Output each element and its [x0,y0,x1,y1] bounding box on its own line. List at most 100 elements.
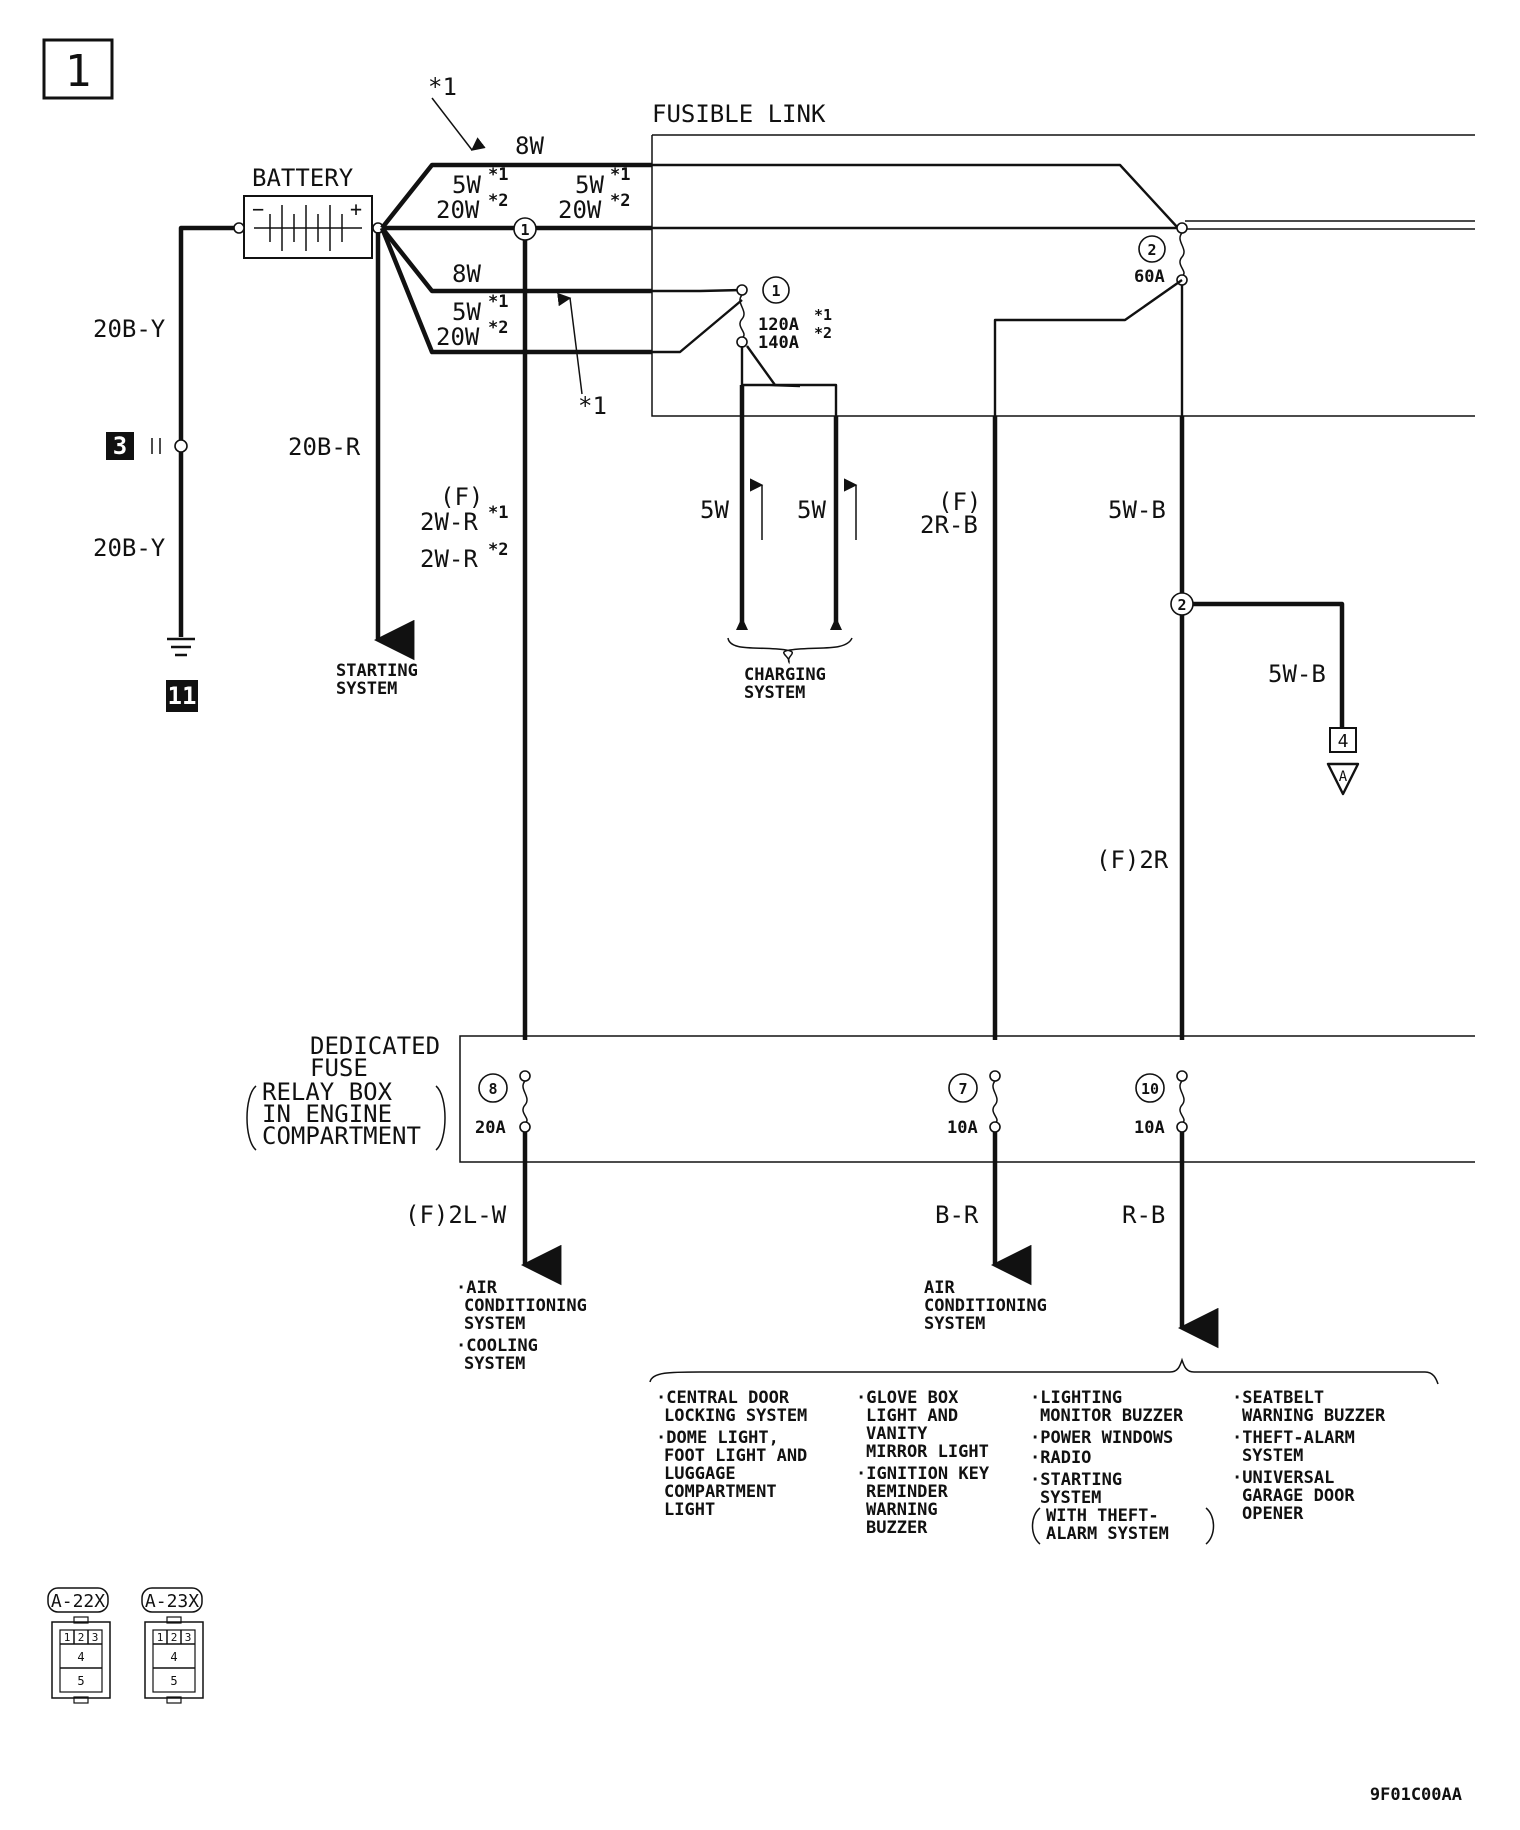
wire-note-20w-left: *2 [488,191,508,211]
fuse-10-rating: 10A [1134,1118,1165,1138]
fuse8-destinations: ·AIR CONDITIONING SYSTEM ·COOLING SYSTEM [456,1278,587,1374]
fuse8-feed-b-note: *2 [488,540,508,560]
fuse-1-number: 1 [771,282,780,300]
svg-text:WARNING: WARNING [866,1500,938,1520]
charge-wire-a-label: 5W [700,496,729,524]
fuse7-destinations: AIR CONDITIONING SYSTEM [924,1278,1047,1334]
svg-text:CONDITIONING: CONDITIONING [924,1296,1047,1316]
wire-note-5w-lower: *1 [488,292,508,312]
svg-text:4: 4 [77,1650,84,1664]
svg-text:WITH THEFT-: WITH THEFT- [1046,1506,1159,1526]
svg-text:COMPARTMENT: COMPARTMENT [664,1482,777,1502]
svg-text:LIGHT AND: LIGHT AND [866,1406,958,1426]
fuse-1-note-a: *1 [814,306,832,324]
ground-ref-11-box [166,680,198,712]
fuse10-col1: ·CENTRAL DOOR LOCKING SYSTEM ·DOME LIGHT… [656,1388,807,1520]
svg-text:3: 3 [185,1631,192,1644]
dedicated-line3: RELAY BOX [262,1078,393,1106]
wire-label-5w-left: 5W [452,171,481,199]
svg-text:WARNING BUZZER: WARNING BUZZER [1242,1406,1386,1426]
ground-wire-label-lower: 20B-Y [93,534,166,562]
out8-label: (F)2L-W [405,1201,507,1229]
connector-box-4: 4 [1338,731,1349,752]
svg-text:1: 1 [520,221,529,239]
fuse-1-rating-b: 140A [758,333,799,353]
wire-label-5w-right: 5W [575,171,604,199]
charge-wire-b-label: 5W [797,496,826,524]
dedicated-line2: FUSE [310,1054,368,1082]
fuse-8-rating: 20A [475,1118,506,1138]
fuse10-lower-label: (F)2R [1096,846,1169,874]
fuse-output-wires: (F)2L-W B-R R-B [405,1132,1219,1349]
fuse8-feed-a: 2W-R [420,508,478,536]
svg-text:ALARM SYSTEM: ALARM SYSTEM [1046,1524,1169,1544]
fuse8-feed-b: 2W-R [420,545,478,573]
ground-ref-3: 3 [113,432,127,460]
svg-text:·RADIO: ·RADIO [1030,1448,1091,1468]
fuse10-destinations: ·CENTRAL DOOR LOCKING SYSTEM ·DOME LIGHT… [649,1357,1439,1545]
battery-negative-terminal [233,222,245,234]
dedicated-line1: DEDICATED [310,1032,440,1060]
svg-text:·DOME LIGHT,: ·DOME LIGHT, [656,1428,779,1448]
battery-ground-wire: 20B-Y 20B-Y 3 11 [93,225,234,712]
fusible-link-fuse-2: 2 60A [1134,222,1188,287]
starting-system-wire: 20B-R STARTING SYSTEM [288,232,418,699]
page-number: 1 [65,46,92,97]
svg-text:CONDITIONING: CONDITIONING [464,1296,587,1316]
charging-system-wires: 5W 5W CHARGING SYSTEM [700,345,858,703]
svg-text:1: 1 [64,1631,71,1644]
fuse10-col2: ·GLOVE BOX LIGHT AND VANITY MIRROR LIGHT… [856,1388,990,1538]
svg-text:GARAGE DOOR: GARAGE DOOR [1242,1486,1355,1506]
svg-text:SYSTEM: SYSTEM [1242,1446,1303,1466]
svg-text:5: 5 [170,1674,177,1688]
svg-text:·CENTRAL DOOR: ·CENTRAL DOOR [656,1388,790,1408]
wire-note-5w-left: *1 [488,165,508,185]
out7-label: B-R [935,1201,979,1229]
out10-label: R-B [1122,1201,1165,1229]
ground-wire-label-upper: 20B-Y [93,315,166,343]
fuse-2-rating: 60A [1134,267,1165,287]
dedicated-fuse-8: 8 20A [475,1070,531,1138]
svg-text:FOOT LIGHT AND: FOOT LIGHT AND [664,1446,807,1466]
dedicated-line4: IN ENGINE [262,1100,392,1128]
fuse10-col3: ·LIGHTING MONITOR BUZZER ·POWER WINDOWS … [1030,1388,1215,1545]
charging-system-line2: SYSTEM [744,683,805,703]
svg-text:AIR: AIR [924,1278,955,1298]
svg-text:·SEATBELT: ·SEATBELT [1232,1388,1324,1408]
svg-text:5: 5 [77,1674,84,1688]
dedicated-line5: COMPARTMENT [262,1122,421,1150]
fuse-7-rating: 10A [947,1118,978,1138]
fuse-7-number: 7 [958,1080,967,1098]
svg-text:REMINDER: REMINDER [866,1482,949,1502]
svg-text:·STARTING: ·STARTING [1030,1470,1122,1490]
svg-text:LOCKING SYSTEM: LOCKING SYSTEM [664,1406,807,1426]
svg-text:SYSTEM: SYSTEM [464,1354,525,1374]
fuse10-upper-label: 5W-B [1108,496,1166,524]
svg-text:·COOLING: ·COOLING [456,1336,538,1356]
svg-text:SYSTEM: SYSTEM [464,1314,525,1334]
starting-wire-label: 20B-R [288,433,361,461]
connector-a22x-label: A-22X [51,1591,105,1612]
svg-text:MONITOR BUZZER: MONITOR BUZZER [1040,1406,1184,1426]
fuse8-feed-wire: (F) 2W-R *1 2W-R *2 [420,240,528,1040]
battery-plus: + [350,197,362,221]
svg-text:·POWER WINDOWS: ·POWER WINDOWS [1030,1428,1173,1448]
ground-connector-3 [174,439,188,453]
svg-text:·IGNITION KEY: ·IGNITION KEY [856,1464,990,1484]
svg-text:SYSTEM: SYSTEM [924,1314,985,1334]
svg-text:1: 1 [157,1631,164,1644]
page-number-box: 1 [42,38,114,100]
fuse7-feed-label: 2R-B [920,511,978,539]
fuse10-feed-wire: 5W-B (F)2R 2 5W-B 4 A [1096,285,1360,1040]
wire-label-20w-lower: 20W [436,323,480,351]
battery-label: BATTERY [252,164,354,192]
wire-note-20w-lower: *2 [488,318,508,338]
wire-label-5w-lower: 5W [452,298,481,326]
fuse-1-note-b: *2 [814,324,832,342]
fuse-10-number: 10 [1141,1080,1159,1098]
fuse7-feed-f: (F) [938,488,981,516]
fuse10-col4: ·SEATBELT WARNING BUZZER ·THEFT-ALARM SY… [1232,1388,1386,1524]
battery-minus: − [252,197,264,221]
battery: BATTERY − + [233,164,384,259]
